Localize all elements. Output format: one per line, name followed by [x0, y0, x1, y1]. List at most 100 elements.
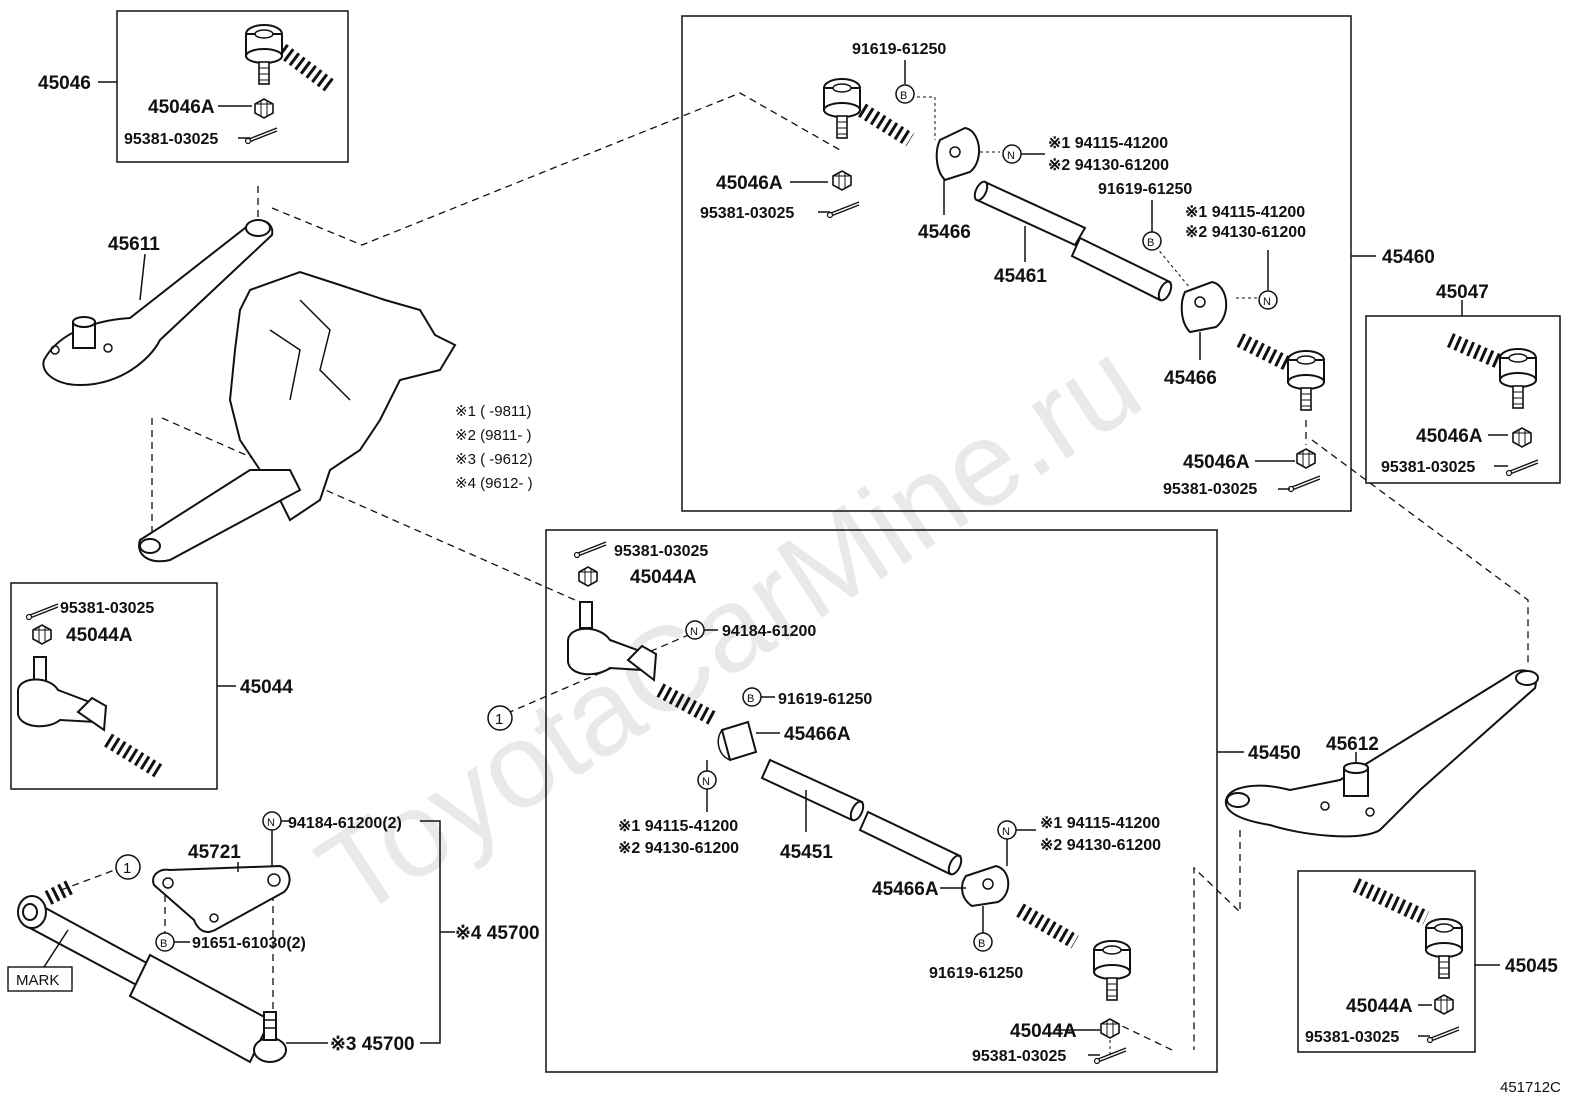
label-95381-mid: 95381-03025	[700, 205, 794, 222]
symbol-n-2: N	[1258, 290, 1278, 310]
steering-damper-45700	[17, 879, 287, 1064]
bracket-45721	[152, 864, 291, 933]
svg-text:N: N	[267, 817, 275, 829]
label-45044a-45450-b: 45044A	[1010, 1021, 1077, 1042]
label-45466a-a: 45466A	[784, 724, 851, 745]
label-95381-45044box: 95381-03025	[60, 600, 154, 617]
label-45466-a: 45466	[918, 222, 971, 243]
label-45451: 45451	[780, 842, 833, 863]
symbol-b-1: B	[895, 84, 915, 104]
label-45044a-45045: 45044A	[1346, 996, 1413, 1017]
tie-rod-end-upper-left	[823, 78, 914, 219]
label-n2-b: ※2 94130-61200	[1185, 224, 1306, 241]
label-94184: 94184-61200	[722, 623, 816, 640]
label-45046a-mid: 45046A	[716, 173, 783, 194]
label-45611: 45611	[108, 234, 160, 255]
tube-45461	[973, 180, 1173, 302]
label-95381-right: 95381-03025	[1163, 481, 1257, 498]
note-3: ※3 ( -9612)	[455, 451, 533, 468]
tie-rod-end-45045	[1352, 878, 1463, 1044]
label-95381-45450: 95381-03025	[614, 543, 708, 560]
svg-text:N: N	[1002, 826, 1010, 838]
label-45046a-right: 45046A	[1183, 452, 1250, 473]
label-95381-45450-b: 95381-03025	[972, 1048, 1066, 1065]
label-45460: 45460	[1382, 247, 1435, 268]
box-45047	[1365, 315, 1561, 484]
label-45044: 45044	[240, 677, 293, 698]
clamp-45466-lower	[1180, 280, 1228, 334]
note-1: ※1 ( -9811)	[455, 403, 532, 420]
pitman-arm-45611	[42, 219, 274, 387]
label-91619-a: 91619-61250	[852, 41, 946, 58]
label-n1-d: ※1 94115-41200	[1040, 815, 1160, 832]
clamp-45466-upper	[935, 126, 981, 182]
label-n2-a: ※2 94130-61200	[1048, 157, 1169, 174]
tie-rod-end-upper-right	[1236, 333, 1325, 493]
symbol-b-5: B	[155, 932, 175, 952]
svg-text:1: 1	[495, 711, 503, 728]
note-4: ※4 (9612- )	[455, 475, 533, 492]
diagram-code: 451712C	[1500, 1079, 1561, 1096]
clamp-45466a-right	[961, 864, 1010, 908]
leaders-45700	[174, 820, 455, 1044]
label-45721: 45721	[188, 842, 241, 863]
leader-45046	[98, 81, 252, 139]
label-45461: 45461	[994, 266, 1047, 287]
tie-rod-end-45046	[244, 24, 335, 145]
label-94184x2: 94184-61200(2)	[288, 815, 402, 832]
svg-text:N: N	[1007, 150, 1015, 162]
idler-arm-45612	[1224, 669, 1539, 838]
label-3-45700: ※3 45700	[330, 1034, 415, 1055]
mark-tag: MARK	[7, 929, 73, 992]
label-45044a-45450: 45044A	[630, 567, 697, 588]
svg-text:N: N	[702, 776, 710, 788]
leaders-45450	[704, 629, 1244, 1056]
symbol-b-4: B	[973, 932, 993, 952]
label-45466a-b: 45466A	[872, 879, 939, 900]
svg-text:B: B	[978, 938, 985, 950]
box-45046	[116, 10, 349, 163]
tube-45451	[760, 758, 963, 876]
note-2: ※2 (9811- )	[455, 427, 532, 444]
box-45450	[545, 529, 1218, 1073]
svg-text:1: 1	[123, 860, 131, 877]
label-45046: 45046	[38, 73, 91, 94]
label-45046a-top: 45046A	[148, 97, 215, 118]
notes: ※1 ( -9811) ※2 (9811- ) ※3 ( -9612) ※4 (…	[455, 403, 533, 492]
box-45460	[681, 15, 1352, 512]
label-n1-b: ※1 94115-41200	[1185, 204, 1305, 221]
svg-text:B: B	[747, 693, 754, 705]
leaders-45460	[790, 60, 1376, 490]
label-45044a-box: 45044A	[66, 625, 133, 646]
svg-text:B: B	[900, 90, 907, 102]
svg-text:N: N	[1263, 296, 1271, 308]
symbol-n-4: N	[697, 770, 717, 790]
symbol-n-1: N	[1002, 144, 1022, 164]
clamp-45466a-left	[717, 720, 758, 762]
label-45046a-box: 45046A	[1416, 426, 1483, 447]
label-91619-c: 91619-61250	[778, 691, 872, 708]
leader-45611	[139, 253, 146, 301]
label-45047: 45047	[1436, 282, 1489, 303]
label-n1-c: ※1 94115-41200	[618, 818, 738, 835]
label-4-45700: ※4 45700	[455, 923, 540, 944]
label-45450: 45450	[1248, 743, 1301, 764]
label-45045: 45045	[1505, 956, 1558, 977]
label-91619-d: 91619-61250	[929, 965, 1023, 982]
tie-rod-end-45044	[17, 603, 164, 779]
symbol-b-3: B	[742, 687, 762, 707]
label-45612: 45612	[1326, 734, 1379, 755]
label-91619-b: 91619-61250	[1098, 181, 1192, 198]
label-n1-a: ※1 94115-41200	[1048, 135, 1168, 152]
symbol-b-2: B	[1142, 231, 1162, 251]
tie-rod-end-45047	[1446, 333, 1539, 477]
symbol-circle-1-b: 1	[115, 854, 141, 880]
connector-lines	[60, 92, 1529, 1055]
symbol-n-5: N	[997, 820, 1017, 840]
svg-text:B: B	[1147, 237, 1154, 249]
label-n2-c: ※2 94130-61200	[618, 840, 739, 857]
mark-label: MARK	[16, 972, 59, 989]
symbol-n-3: N	[685, 620, 705, 640]
label-95381-box47: 95381-03025	[1381, 459, 1475, 476]
